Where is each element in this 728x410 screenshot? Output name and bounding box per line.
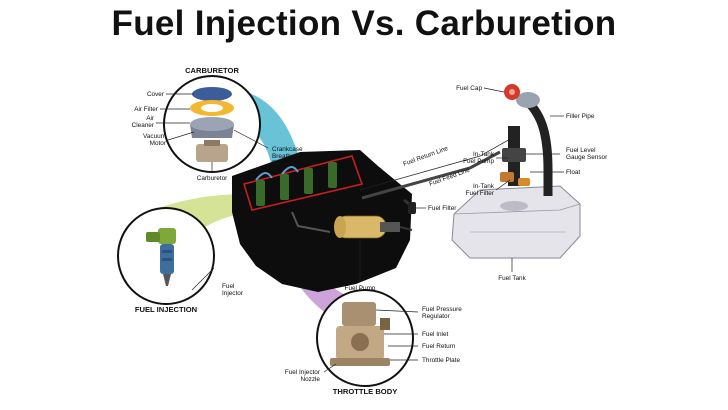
label-throttle-plate: Throttle Plate xyxy=(422,357,460,364)
filler-pipe-icon xyxy=(516,92,553,196)
engine-block xyxy=(232,150,412,292)
page-title: Fuel Injection Vs. Carburetion xyxy=(111,4,617,43)
label-cover: Cover xyxy=(147,91,165,98)
label-float: Float xyxy=(566,169,580,176)
injector-2-icon xyxy=(280,174,289,200)
fuel-cap-icon xyxy=(504,84,520,100)
injector-1-icon xyxy=(256,180,265,206)
label-pressure-regulator-1: Fuel Pressure xyxy=(422,306,462,313)
throttle-body-heading: THROTTLE BODY xyxy=(333,387,398,396)
label-fuel-pump: Fuel Pump xyxy=(345,285,376,292)
injector-3-icon xyxy=(304,168,313,194)
label-fuel-return: Fuel Return xyxy=(422,343,456,350)
label-injector-nozzle-1: Fuel Injector xyxy=(285,369,321,376)
label-fuel-tank: Fuel Tank xyxy=(498,275,526,282)
label-air-filter: Air Filter xyxy=(134,106,159,113)
label-fuel-return-line: Fuel Return Line xyxy=(402,145,449,168)
label-fuel-injector-2: Injector xyxy=(222,290,244,297)
carburetor-assembly-icon xyxy=(190,87,234,162)
label-vacuum-motor-1: Vacuum xyxy=(143,133,166,140)
label-vacuum-motor-2: Motor xyxy=(150,140,167,147)
label-fuel-injector-1: Fuel xyxy=(222,283,234,290)
label-gauge-sensor-1: Fuel Level xyxy=(566,147,596,154)
fuel-tank-icon xyxy=(451,185,581,259)
label-fuel-cap: Fuel Cap xyxy=(456,85,482,92)
fuel-filter-icon xyxy=(408,202,416,214)
injector-4-icon xyxy=(328,162,337,188)
label-carburetor: Carburetor xyxy=(197,175,228,182)
label-crankcase-1: Crankcase xyxy=(272,146,303,153)
in-tank-fuel-pump-icon xyxy=(500,126,530,186)
label-injector-nozzle-2: Nozzle xyxy=(300,376,320,383)
label-filler-pipe: Filler Pipe xyxy=(566,113,595,120)
throttle-body-icon xyxy=(330,302,390,366)
label-air-cleaner-2: Cleaner xyxy=(132,122,155,129)
label-air-cleaner-1: Air xyxy=(146,115,155,122)
label-in-tank-filter-1: In-Tank xyxy=(473,183,495,190)
label-fuel-filter: Fuel Filter xyxy=(428,205,457,212)
fuel-injection-heading: FUEL INJECTION xyxy=(135,305,197,314)
label-in-tank-pump-1: In-Tank xyxy=(473,151,495,158)
fuel-pump-icon xyxy=(334,215,413,239)
label-gauge-sensor-2: Gauge Sensor xyxy=(566,154,608,161)
label-in-tank-pump-2: Fuel Pump xyxy=(463,158,494,165)
label-in-tank-filter-2: Fuel Filter xyxy=(466,190,495,197)
fuel-injector-icon xyxy=(146,228,176,286)
label-crankcase-3: Element xyxy=(272,160,296,167)
label-pressure-regulator-2: Regulator xyxy=(422,313,451,320)
carburetor-heading: CARBURETOR xyxy=(185,66,239,75)
label-fuel-inlet: Fuel Inlet xyxy=(422,331,449,338)
label-crankcase-2: Breather xyxy=(272,153,297,160)
leader-lines xyxy=(156,87,564,373)
